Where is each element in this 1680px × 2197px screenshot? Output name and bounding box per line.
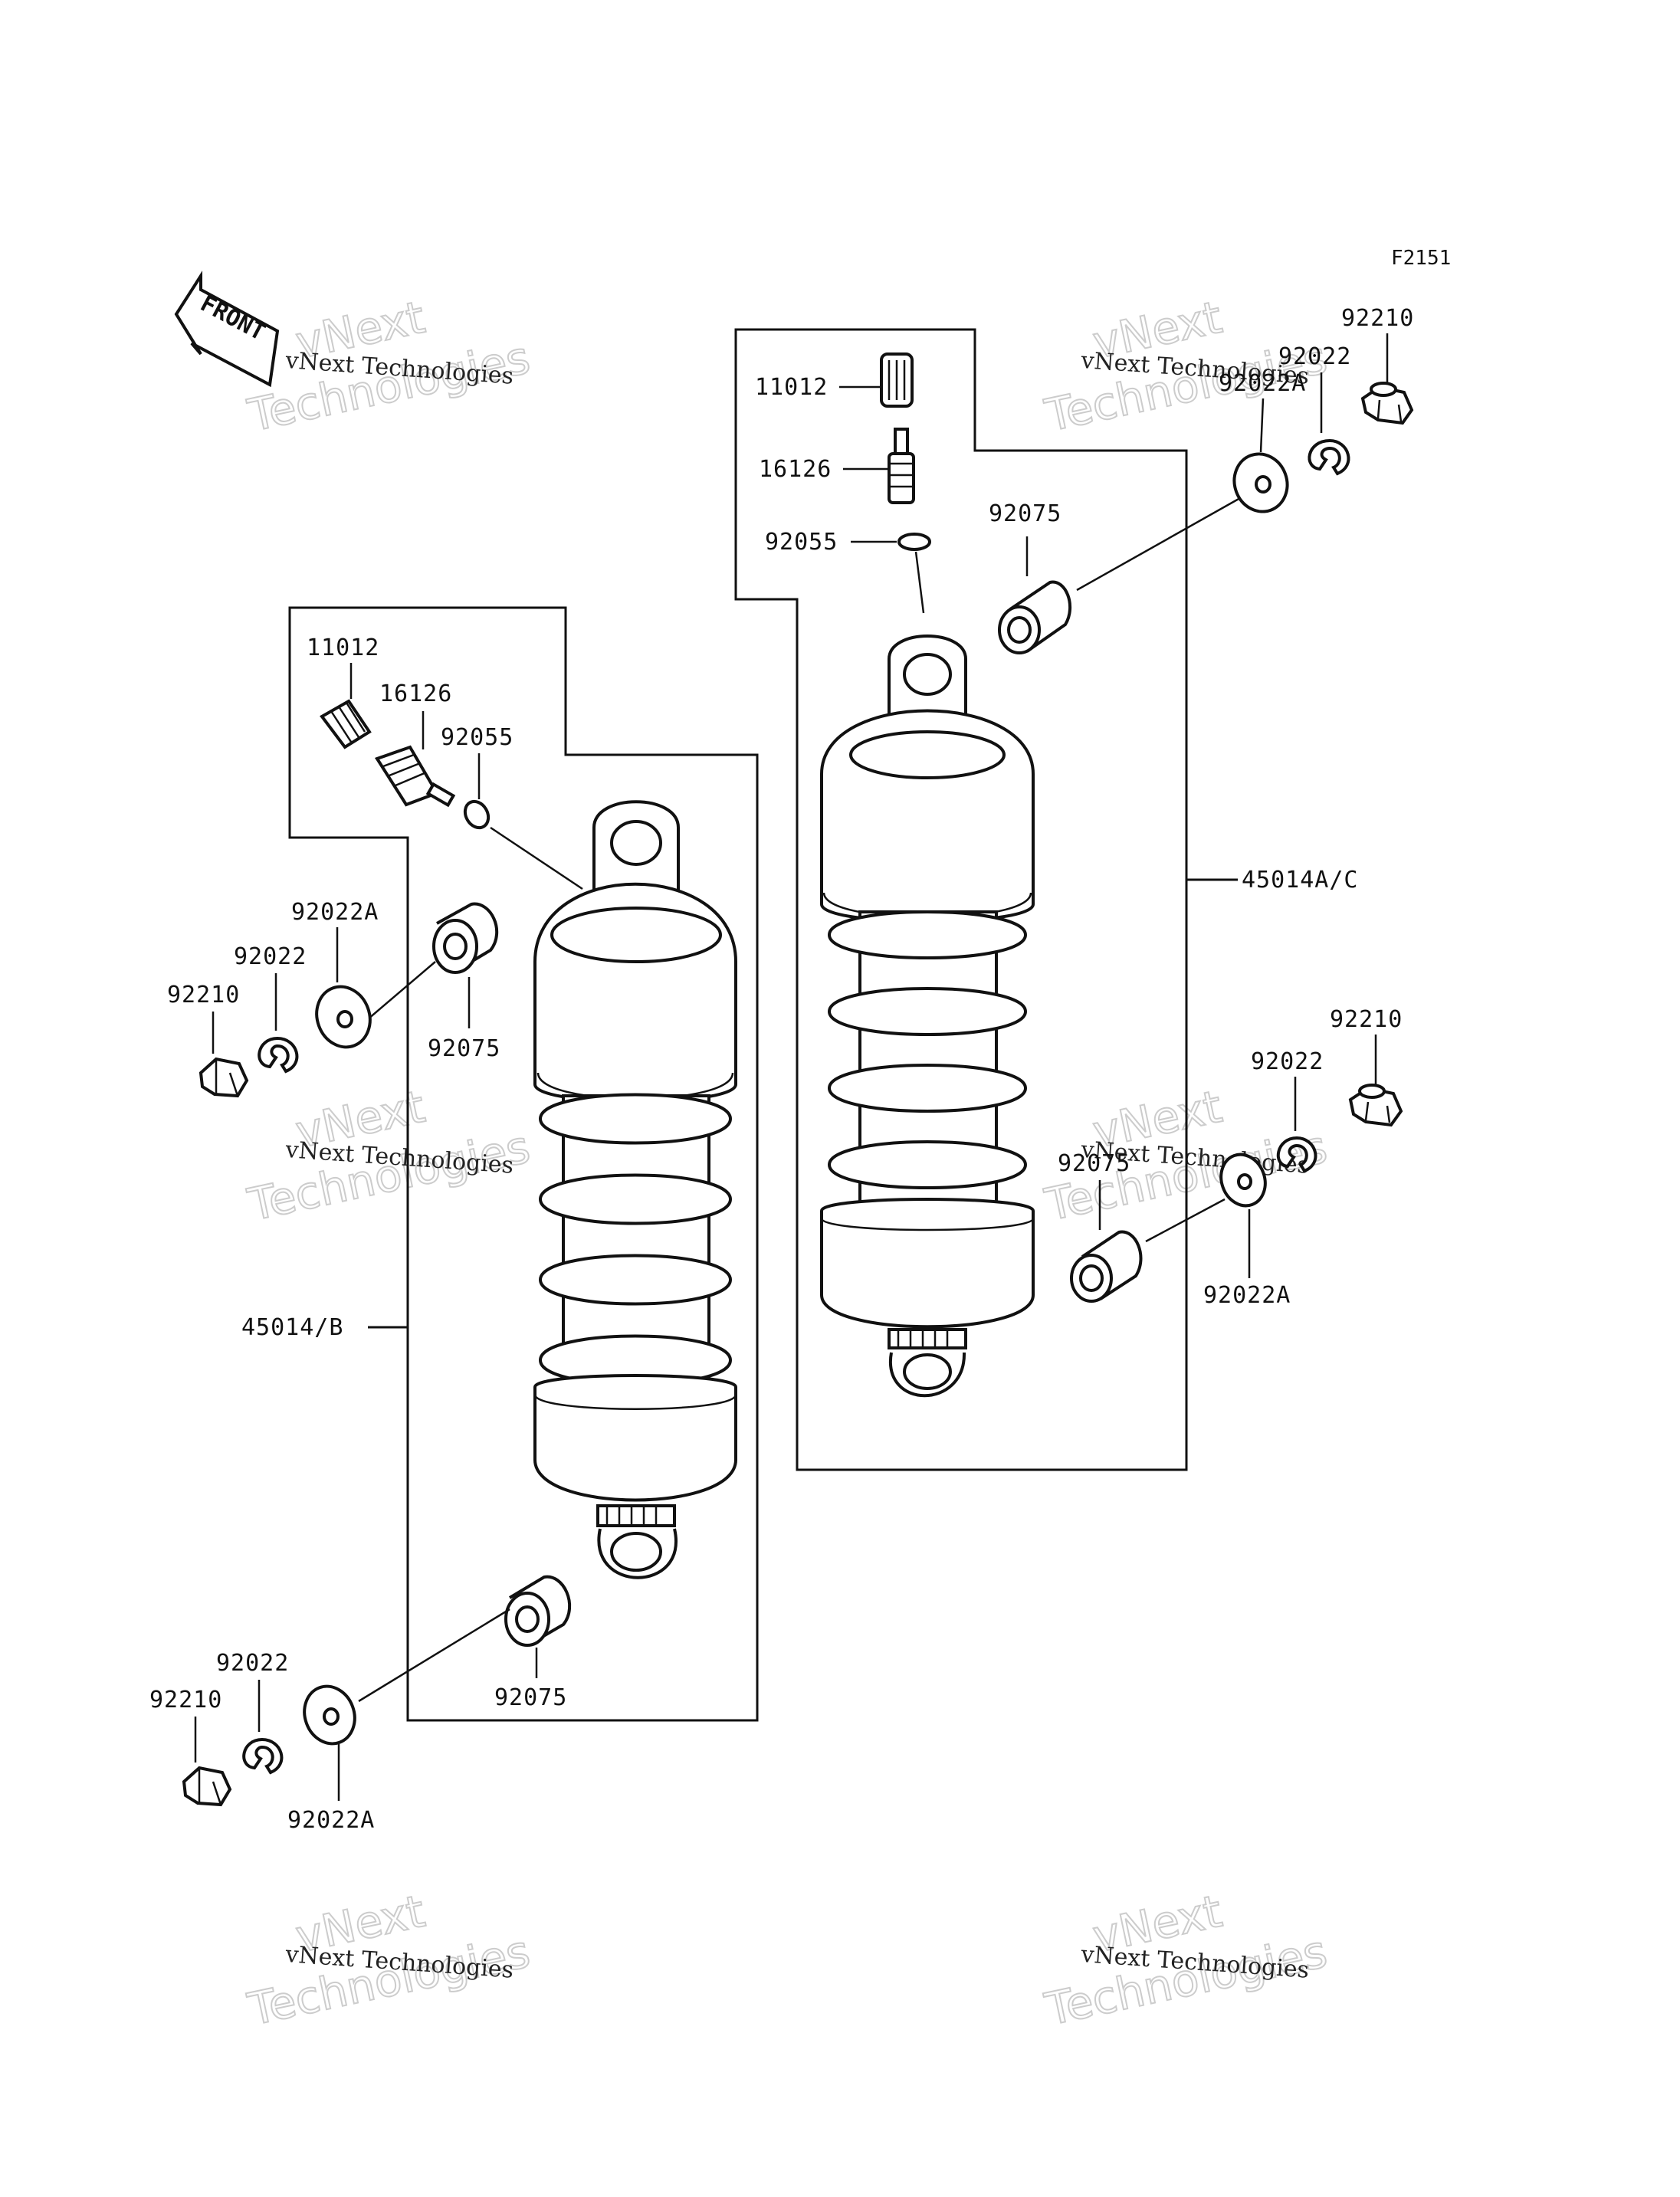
left-valve-core (374, 745, 456, 808)
left-label-92022a-top: 92022A (291, 899, 379, 926)
left-bottom-bushing (504, 1575, 572, 1647)
left-label-92022-bot: 92022 (216, 1650, 289, 1677)
right-o-ring (897, 533, 931, 551)
right-label-92075-top: 92075 (989, 500, 1061, 527)
left-valve-cap (320, 699, 372, 749)
left-top-washer (315, 985, 372, 1049)
left-label-92075-top: 92075 (428, 1035, 500, 1062)
left-bottom-washer (303, 1684, 356, 1746)
left-label-92055: 92055 (441, 724, 514, 751)
right-label-92210-bot: 92210 (1330, 1006, 1403, 1033)
right-assembly-bracket (734, 328, 1188, 1471)
left-spring-coils (538, 1093, 733, 1386)
right-shock-absorber (820, 635, 1035, 1398)
right-valve-cap (880, 353, 914, 408)
right-top-bushing (998, 580, 1072, 654)
right-bottom-bushing (1070, 1230, 1143, 1303)
left-label-92022-top: 92022 (234, 943, 307, 970)
left-top-bushing (432, 902, 499, 974)
right-valve-core (888, 428, 915, 504)
right-bottom-circlip (1276, 1136, 1317, 1173)
left-label-16126: 16126 (379, 680, 452, 707)
left-top-nut (199, 1057, 249, 1098)
right-label-92022a-top: 92022A (1219, 370, 1306, 397)
right-assembly-label: 45014A/C (1242, 867, 1359, 894)
left-o-ring (463, 799, 491, 830)
right-bottom-nut (1348, 1084, 1403, 1127)
left-assembly-label: 45014/B (241, 1314, 343, 1341)
right-label-11012: 11012 (755, 374, 828, 401)
svg-text:vNext: vNext (1088, 1080, 1226, 1159)
right-label-16126: 16126 (759, 456, 832, 483)
right-label-92210-top: 92210 (1341, 305, 1414, 332)
left-bottom-circlip (242, 1737, 284, 1775)
right-top-nut (1360, 382, 1414, 425)
right-top-washer (1232, 452, 1289, 513)
front-arrow-icon: FRONT (174, 271, 280, 388)
right-bottom-washer (1219, 1153, 1267, 1208)
left-shock-absorber (533, 800, 737, 1579)
right-label-92022-bot: 92022 (1251, 1048, 1324, 1075)
right-label-92075-bot: 92075 (1058, 1150, 1130, 1177)
right-label-92022a-bot: 92022A (1203, 1282, 1291, 1309)
right-spring-coils (827, 910, 1028, 1189)
left-label-92210-bot: 92210 (149, 1687, 222, 1713)
left-top-circlip (258, 1036, 299, 1074)
left-assembly-bracket (288, 606, 759, 1722)
left-label-92075-bot: 92075 (494, 1684, 567, 1711)
right-label-92022-top: 92022 (1278, 343, 1351, 370)
left-bottom-nut (182, 1766, 232, 1807)
left-label-11012: 11012 (307, 635, 379, 661)
figure-code: F2151 (1391, 247, 1451, 270)
right-top-circlip (1308, 438, 1350, 476)
right-label-92055: 92055 (765, 529, 838, 556)
left-label-92210-top: 92210 (167, 982, 240, 1008)
left-label-92022a-bot: 92022A (287, 1807, 375, 1834)
